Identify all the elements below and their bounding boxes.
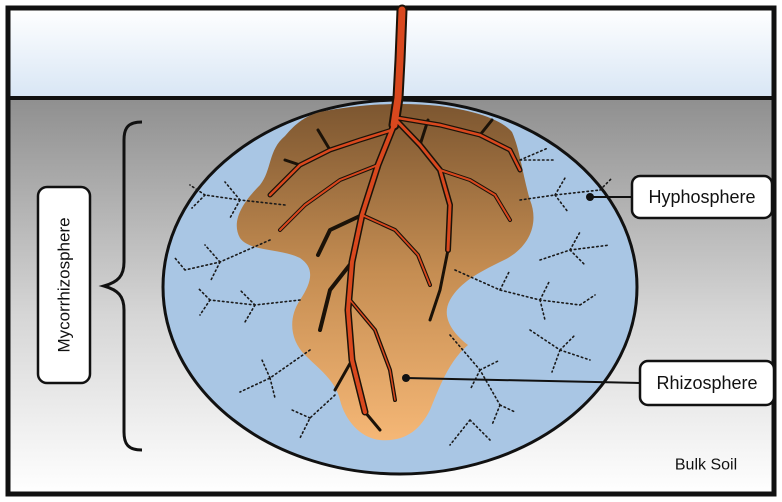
bulk-soil-label: Bulk Soil (675, 457, 737, 474)
hyphosphere-dot (586, 193, 594, 201)
sky-band (8, 8, 774, 98)
rhizosphere-label: Rhizosphere (656, 373, 757, 393)
mycorrhizosphere-label: Mycorrhizosphere (55, 217, 74, 352)
rhizosphere-dot (402, 374, 410, 382)
hyphosphere-label: Hyphosphere (648, 187, 755, 207)
